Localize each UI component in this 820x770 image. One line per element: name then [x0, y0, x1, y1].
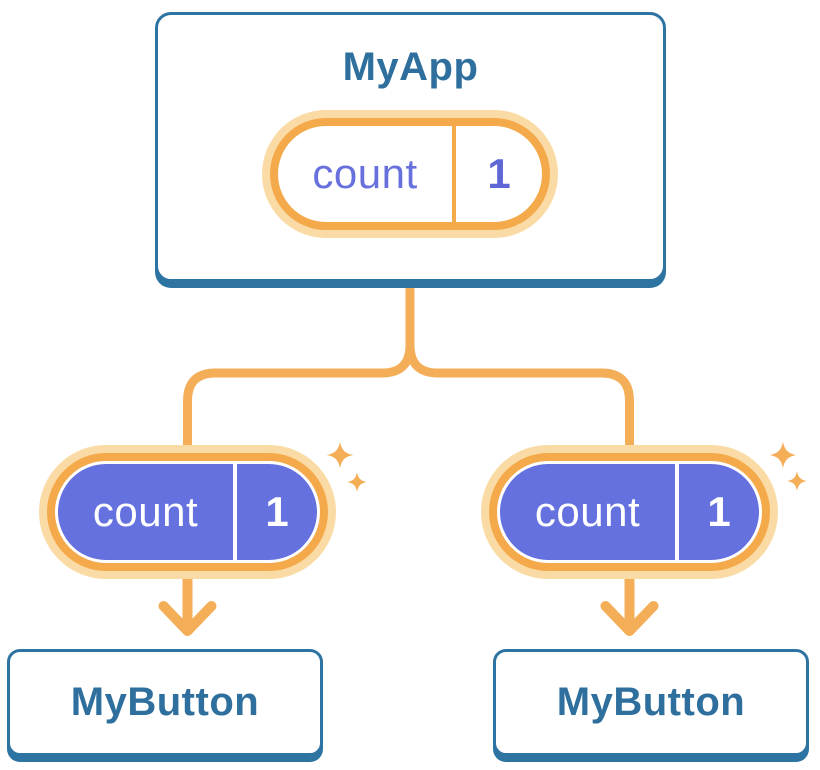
prop-pill-right: count 1: [497, 461, 762, 563]
prop-value: 1: [265, 488, 289, 535]
myapp-card: MyApp: [155, 12, 666, 282]
tree-branch-line-right: [405, 340, 634, 457]
prop-name-label: count: [92, 488, 199, 535]
sparkle-icon: [326, 441, 354, 469]
sparkles-icon-right-pill: [769, 441, 807, 491]
sparkle-icon: [787, 471, 807, 491]
arrow-down-icon-right: [600, 569, 659, 636]
state-name-label: count: [312, 150, 418, 197]
component-title: MyButton: [556, 680, 746, 724]
prop-name-label: count: [534, 488, 641, 535]
tree-branch-line-left: [183, 277, 415, 457]
arrow-down-icon-left: [158, 569, 217, 636]
pill-divider: [675, 464, 679, 560]
component-title: MyButton: [70, 680, 260, 724]
sparkle-icon: [347, 472, 367, 492]
mybutton-card-right: MyButton: [493, 649, 809, 756]
state-value: 1: [487, 150, 511, 197]
prop-pill-left: count 1: [55, 461, 320, 563]
component-title: MyApp: [342, 45, 479, 89]
state-pill: count 1: [270, 118, 550, 230]
prop-value: 1: [707, 488, 731, 535]
mybutton-card-left: MyButton: [7, 649, 323, 756]
sparkles-icon-left-pill: [326, 441, 367, 492]
pill-divider: [233, 464, 237, 560]
sparkle-icon: [769, 441, 797, 469]
pill-divider: [452, 126, 456, 222]
